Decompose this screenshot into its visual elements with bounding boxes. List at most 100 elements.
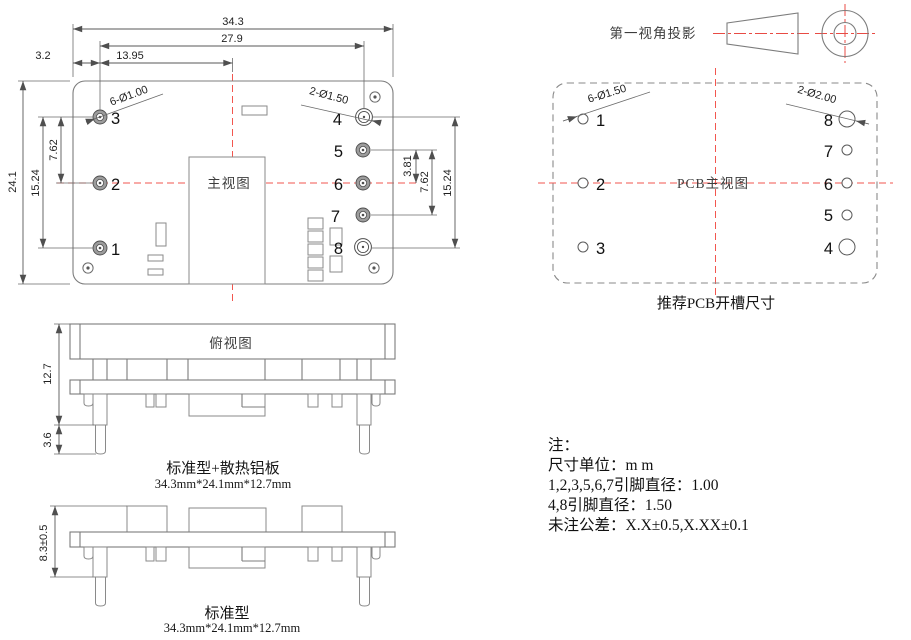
leader-arrow: [371, 119, 382, 127]
pin-label-7: 7: [331, 208, 340, 226]
dim-text-left-pin-span: 15.24: [30, 169, 42, 197]
leader-line: [85, 93, 164, 123]
pcb-view-title: PCB主视图: [677, 176, 749, 191]
pcb-hole-label-7: 7: [824, 143, 833, 161]
mid-standoffs: [92, 359, 372, 380]
pcb-hole-2: [577, 177, 589, 189]
pin-pad-7: [355, 207, 371, 223]
transformer-outline: [188, 156, 266, 285]
dim-text-total-height: 24.1: [7, 171, 19, 192]
leader-line: [785, 103, 870, 125]
heatsink-end-tabs: [79, 324, 386, 359]
pin-pad-6: [355, 175, 371, 191]
dim-text-edge-to-pin: 3.2: [35, 50, 50, 62]
pcb-hole-label-5: 5: [824, 207, 833, 225]
pcb-hole-6: [841, 177, 853, 189]
standard-view-size-label: 34.3mm*24.1mm*12.7mm: [164, 621, 301, 635]
pin-label-2: 2: [111, 176, 120, 194]
dim-text-total-width: 34.3: [222, 16, 243, 28]
notes-title: 注：: [548, 436, 579, 454]
top-view-caption: 标准型+散热铝板: [166, 459, 279, 477]
top-view: 俯视图 12.7 3.6 标准型+散热铝板 34.3mm*24.1mm*12.7…: [42, 323, 396, 491]
pin-label-5: 5: [334, 143, 343, 161]
dim-text-right-pitch-small: 3.81: [402, 155, 414, 176]
pin-pad-8: [354, 238, 372, 256]
pcb-callout-small-label: 6-Ø1.50: [586, 83, 628, 106]
pin-pad-2: [92, 175, 108, 191]
pcb-board-slab: [69, 531, 396, 548]
pcb-hole-label-1: 1: [596, 112, 605, 130]
pin-right-tip: [359, 424, 370, 455]
corner-hole-bottom-left: [82, 262, 94, 274]
pin-right-base: [356, 546, 372, 578]
transformer-under: [188, 393, 266, 417]
transformer-under: [188, 546, 266, 569]
pcb-callout-small-holes: 6-Ø1.50: [562, 83, 651, 123]
projection-label: 第一视角投影: [610, 25, 697, 41]
transformer-under-step: [241, 547, 265, 562]
components-left: [147, 222, 167, 276]
pin-label-6: 6: [334, 176, 343, 194]
component-rect-top: [241, 105, 268, 116]
leader-arrow: [562, 116, 578, 123]
notes-line-large-pins: 4,8引脚直径：1.50: [548, 496, 672, 514]
leader-line: [562, 91, 651, 122]
top-components: [126, 505, 343, 533]
notes: 注： 尺寸单位：m m 1,2,3,5,6,7引脚直径：1.00 4,8引脚直径…: [548, 436, 749, 534]
dim-text-pin-span-width: 27.9: [221, 33, 242, 45]
pcb-view: 1 2 3 8 7 6 5 4 PCB主视图 6-Ø1.50 2-Ø2.00 推…: [538, 68, 893, 312]
main-view: 3 2 1 4 5 6 7 8 主视图 6-Ø1.00 2-Ø1.50: [7, 16, 460, 301]
pcb-hole-label-2: 2: [596, 176, 605, 194]
under-board-components: [145, 546, 343, 562]
stub-left: [83, 546, 94, 560]
under-board-components: [145, 393, 343, 408]
corner-hole-top-right: [369, 91, 381, 103]
dim-text-right-pin-span: 15.24: [442, 169, 454, 197]
pin-left-tip: [95, 576, 106, 607]
cone-side-view: [726, 12, 799, 55]
heatsink-slab: [69, 323, 396, 360]
pcb-board-slab: [69, 379, 396, 395]
extension-lines: [18, 24, 460, 285]
pcb-hole-4: [838, 238, 856, 256]
dim-text-standard-height: 8.3±0.5: [38, 525, 50, 562]
callout-large-holes-label: 2-Ø1.50: [308, 85, 350, 107]
pcb-hole-7: [841, 144, 853, 156]
dim-text-pin-to-center: 13.95: [116, 50, 144, 62]
top-view-title: 俯视图: [209, 336, 253, 351]
pcb-hole-label-3: 3: [596, 240, 605, 258]
pin-pad-5: [355, 142, 371, 158]
pcb-centerlines: [538, 68, 893, 299]
pcb-view-caption: 推荐PCB开槽尺寸: [657, 295, 775, 312]
stub-left: [83, 393, 94, 407]
stub-right: [371, 546, 381, 560]
pcb-callout-large-label: 2-Ø2.00: [796, 84, 838, 106]
notes-line-small-pins: 1,2,3,5,6,7引脚直径：1.00: [548, 476, 719, 494]
top-view-extension-lines: [54, 323, 96, 455]
dim-text-pin-length: 3.6: [42, 432, 54, 447]
leader-arrow: [85, 118, 96, 125]
pin-right-tip: [359, 576, 370, 607]
pin-pad-4: [355, 108, 373, 126]
pcb-hole-label-6: 6: [824, 176, 833, 194]
pcb-outline-dashed: [552, 82, 878, 284]
pcb-hole-5: [841, 209, 853, 221]
component-square-column: [307, 217, 324, 282]
pcb-hole-label-4: 4: [824, 240, 833, 258]
pin-right-base: [356, 393, 372, 426]
notes-line-unit: 尺寸单位：m m: [548, 456, 654, 474]
cone-front-view-inner: [833, 21, 857, 46]
main-view-title: 主视图: [207, 176, 251, 191]
pcb-board-end-tabs: [79, 380, 386, 394]
pin-left-tip: [95, 424, 106, 455]
corner-hole-bottom-right: [368, 262, 380, 274]
callout-small-holes-label: 6-Ø1.00: [108, 84, 149, 109]
pin-left-base: [92, 546, 108, 578]
pin-label-3: 3: [111, 110, 120, 128]
top-view-size-label: 34.3mm*24.1mm*12.7mm: [155, 477, 292, 491]
components-right: [329, 227, 343, 273]
leader-line: [300, 104, 382, 124]
stub-right: [371, 393, 381, 407]
